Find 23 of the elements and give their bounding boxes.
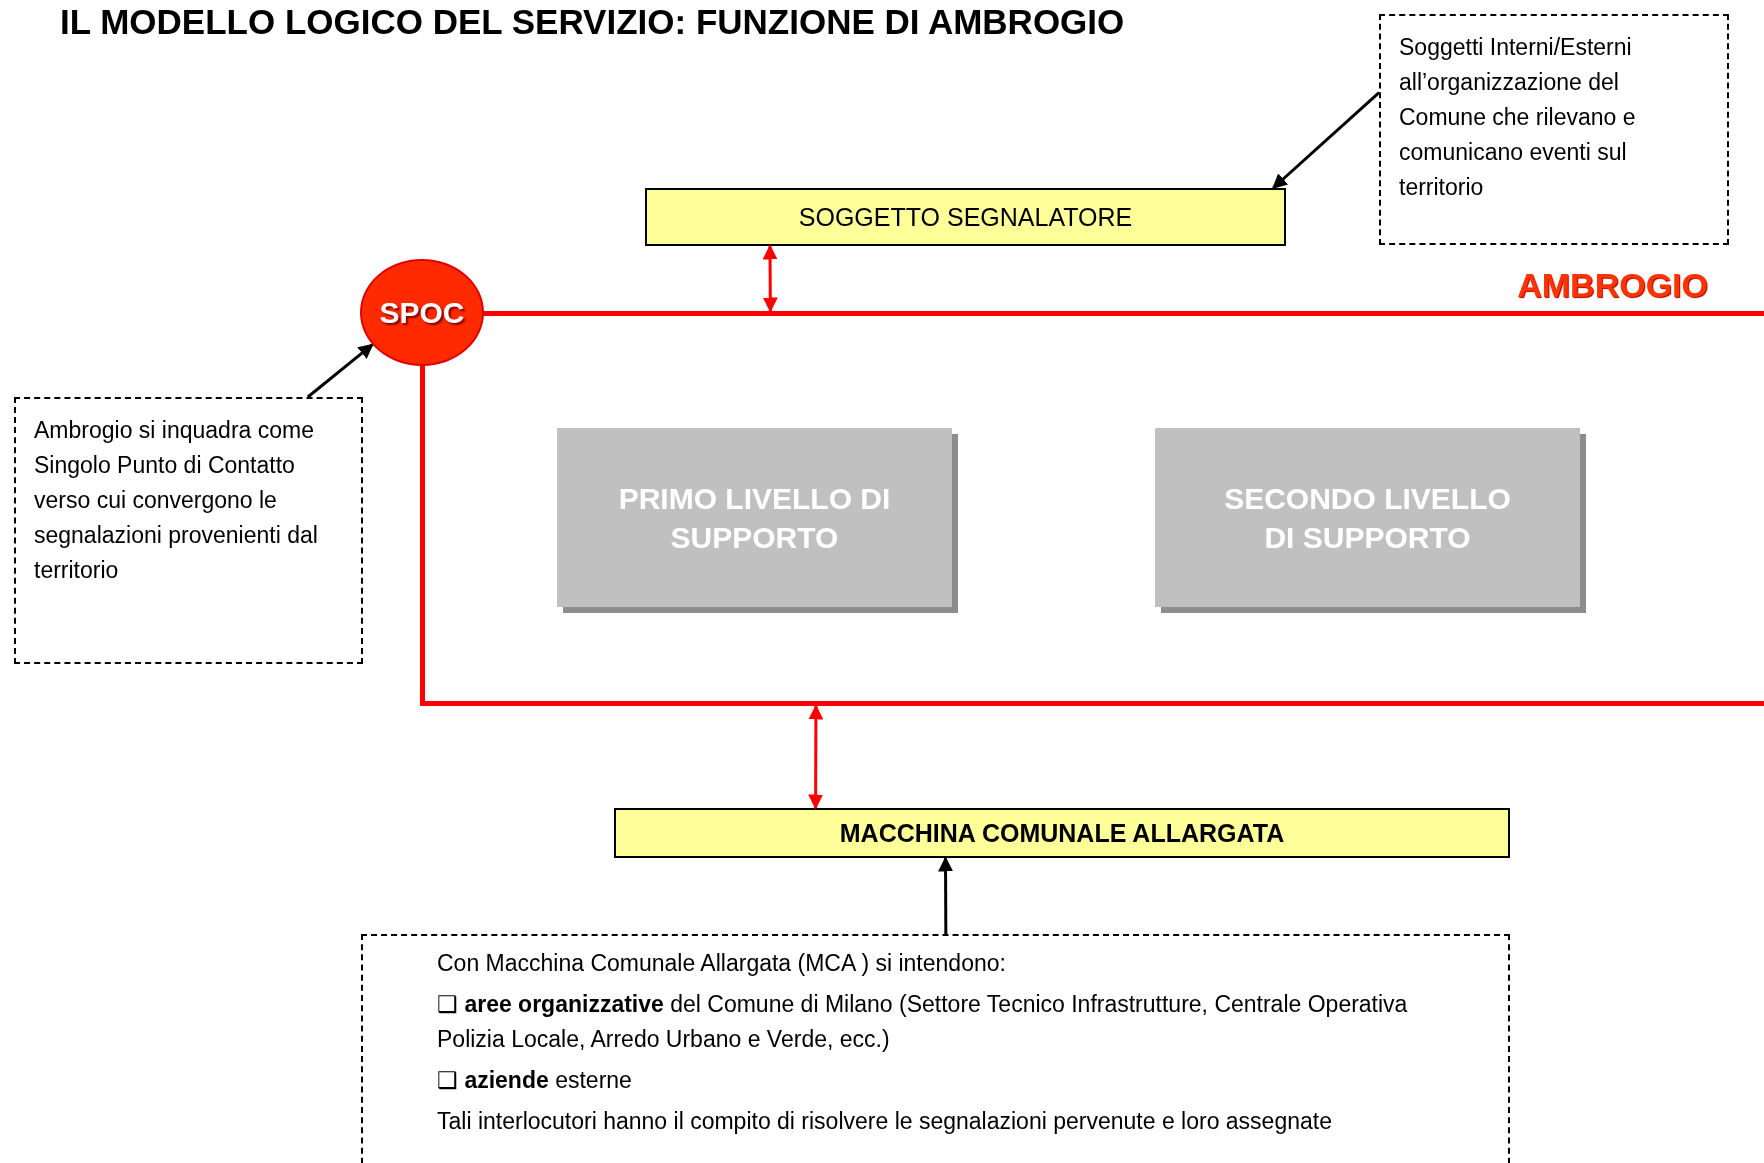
note-text: Ambrogio si inquadra come Singolo Punto di Contatto verso cui convergono le segnalazioni provenienti dal territorio: [34, 416, 319, 585]
box-label: SECONDO LIVELLO DI SUPPORTO: [1223, 480, 1512, 556]
process-box: [645, 188, 1286, 246]
note-box: [361, 934, 1510, 1163]
process-box: [614, 808, 1510, 858]
arrow: [306, 343, 374, 399]
arrow: [1272, 91, 1380, 190]
note-text: Soggetti Interni/Esterni all’organizzazione del Comune che rilevano e comunicano eventi sul territorio: [1399, 33, 1637, 202]
box-label: PRIMO LIVELLO DI SUPPORTO: [617, 480, 892, 556]
note-text: ❑ aziende esterne: [437, 1066, 633, 1095]
note-box: [14, 397, 363, 664]
double-arrow: [808, 704, 824, 810]
note-box: [1379, 14, 1729, 245]
diagram-title: IL MODELLO LOGICO DEL SERVIZIO: FUNZIONE DI AMBROGIO: [60, 2, 1125, 42]
note-text: ❑ aree organizzative del Comune di Milano (Settore Tecnico Infrastrutture, Centrale Operativa Polizia Locale, Arredo Urbano e Verde, ecc.): [437, 990, 1409, 1054]
box-label: SOGGETTO SEGNALATORE: [798, 202, 1133, 232]
system-label: AMBROGIO: [1517, 266, 1708, 305]
box-label: SPOC: [379, 295, 465, 330]
box-label: MACCHINA COMUNALE ALLARGATA: [839, 818, 1285, 848]
double-arrow: [762, 244, 778, 313]
note-text: Con Macchina Comunale Allargata (MCA ) si intendono:: [437, 949, 1007, 978]
note-text: Tali interlocutori hanno il compito di risolvere le segnalazioni pervenute e loro assegnate: [437, 1107, 1333, 1136]
arrow: [938, 856, 954, 934]
